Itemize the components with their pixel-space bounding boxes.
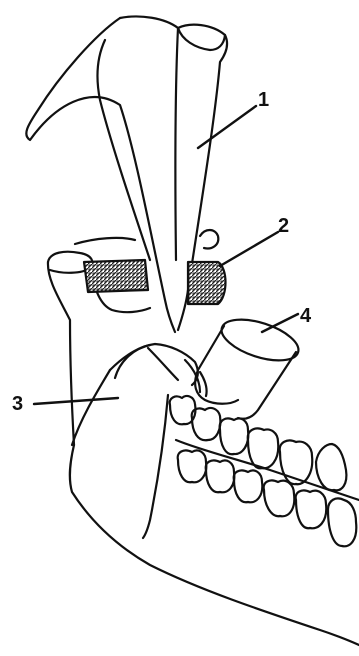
leader-lines: [34, 106, 298, 404]
structure-2-muscle: [84, 230, 226, 304]
teeth: [170, 396, 359, 546]
figure-labels: 1 2 3 4: [12, 89, 312, 415]
label-4: 4: [300, 305, 312, 327]
label-3: 3: [12, 393, 23, 415]
structure-4-cylinder: [195, 311, 303, 418]
leader-line-2: [220, 232, 278, 266]
leader-line-3: [34, 398, 118, 404]
label-2: 2: [278, 215, 289, 237]
label-1: 1: [258, 89, 269, 111]
leader-line-1: [198, 106, 256, 148]
